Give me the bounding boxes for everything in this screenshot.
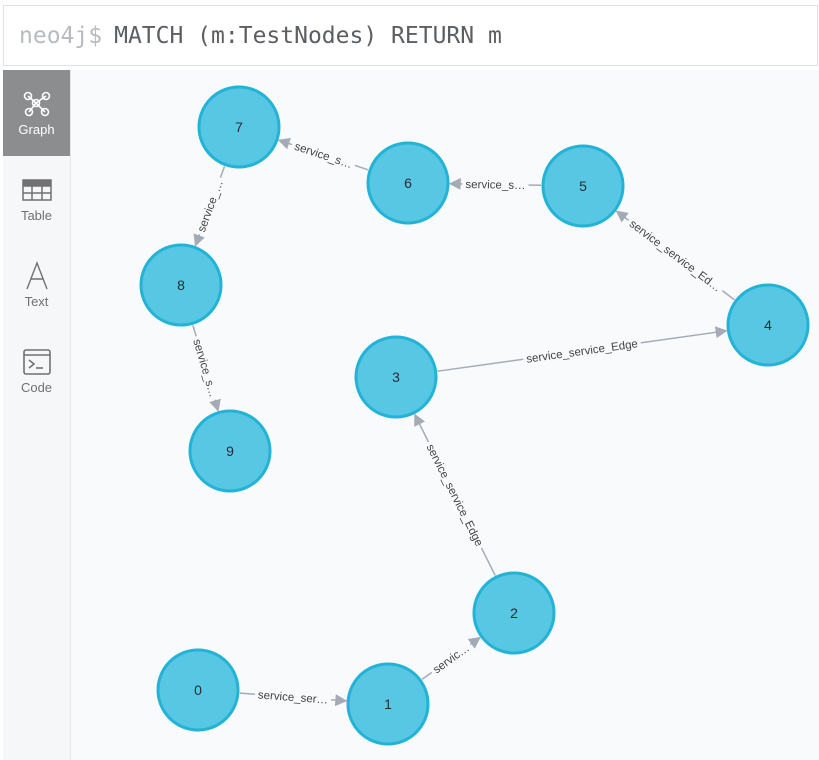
tab-table[interactable]: Table [3,156,70,242]
relationship-label: service_s… [293,141,354,171]
node-label: 1 [384,696,392,712]
graph-svg[interactable]: service_ser…servic…service_service_Edges… [71,70,819,760]
node-label: 0 [194,682,202,698]
node-circle[interactable] [354,335,438,419]
relationship-edge[interactable]: service_s… [277,137,369,173]
tab-code-label: Code [20,380,53,395]
query-text[interactable]: MATCH (m:TestNodes) RETURN m [114,22,502,49]
node-label: 2 [510,605,518,621]
query-prompt: neo4j$ [19,22,103,49]
node-circle[interactable] [139,243,223,327]
node-label: 5 [579,178,587,194]
node-label: 3 [392,369,400,385]
relationship-label: service_service_Edge [526,338,639,365]
node-label: 8 [177,277,185,293]
tab-code[interactable]: Code [3,328,70,414]
relationship-edge[interactable]: service_service_Ed… [615,210,735,301]
relationship-label: service_s… [465,179,525,192]
graph-node[interactable]: 5 [541,144,625,228]
node-circle[interactable] [197,85,281,169]
relationship-edge[interactable]: service_service_Edge [437,326,728,372]
node-circle[interactable] [541,144,625,228]
node-label: 4 [764,317,772,333]
node-label: 7 [235,119,243,135]
relationship-label-bg [624,214,727,297]
result-view-sidebar: Graph Table Text [3,70,71,760]
relationship-label: service_… [196,179,226,234]
graph-node[interactable]: 8 [139,243,223,327]
table-icon [21,175,52,205]
node-circle[interactable] [156,648,240,732]
node-circle[interactable] [366,141,450,225]
relationship-edge[interactable]: servic… [421,636,481,681]
node-circle[interactable] [472,571,556,655]
node-label: 6 [404,175,412,191]
graph-node[interactable]: 2 [472,571,556,655]
relationship-label-bg [289,137,358,173]
graph-node[interactable]: 6 [366,141,450,225]
text-icon [25,261,49,291]
relationship-edge[interactable]: service_s… [448,176,542,193]
relationship-edge[interactable]: service_s… [189,325,222,412]
relationship-label: service_service_Edge [424,442,485,548]
code-icon [22,347,51,377]
tab-table-label: Table [20,208,53,223]
node-label: 9 [226,443,234,459]
node-circle[interactable] [346,662,430,746]
graph-node[interactable]: 9 [188,409,272,493]
graph-node[interactable]: 1 [346,662,430,746]
tab-graph-label: Graph [18,122,55,137]
relationship-label-bg [193,175,227,237]
relationship-label-bg [422,438,488,552]
graph-icon [22,89,52,119]
relationship-label-bg [189,334,222,402]
tab-graph[interactable]: Graph [3,70,70,156]
relationship-label-bg [462,176,529,193]
relationship-edge[interactable]: service_… [193,166,227,247]
node-circle[interactable] [188,409,272,493]
relationship-label-bg [427,638,475,679]
relationship-label: service_service_Ed… [627,218,723,294]
relationship-label: service_s… [190,338,219,399]
relationship-label: servic… [431,642,472,676]
query-editor[interactable]: neo4j$ MATCH (m:TestNodes) RETURN m [3,5,818,66]
graph-node[interactable]: 4 [726,283,810,367]
relationship-edge[interactable]: service_service_Edge [414,413,496,576]
tab-text[interactable]: Text [3,242,70,328]
node-circle[interactable] [726,283,810,367]
relationship-label-bg [522,335,642,367]
graph-node[interactable]: 0 [156,648,240,732]
relationship-label: service_ser… [257,689,328,706]
graph-node[interactable]: 3 [354,335,438,419]
graph-node[interactable]: 7 [197,85,281,169]
relationship-label-bg [254,687,332,707]
relationship-edge[interactable]: service_ser… [239,687,348,707]
tab-text-label: Text [24,294,49,309]
